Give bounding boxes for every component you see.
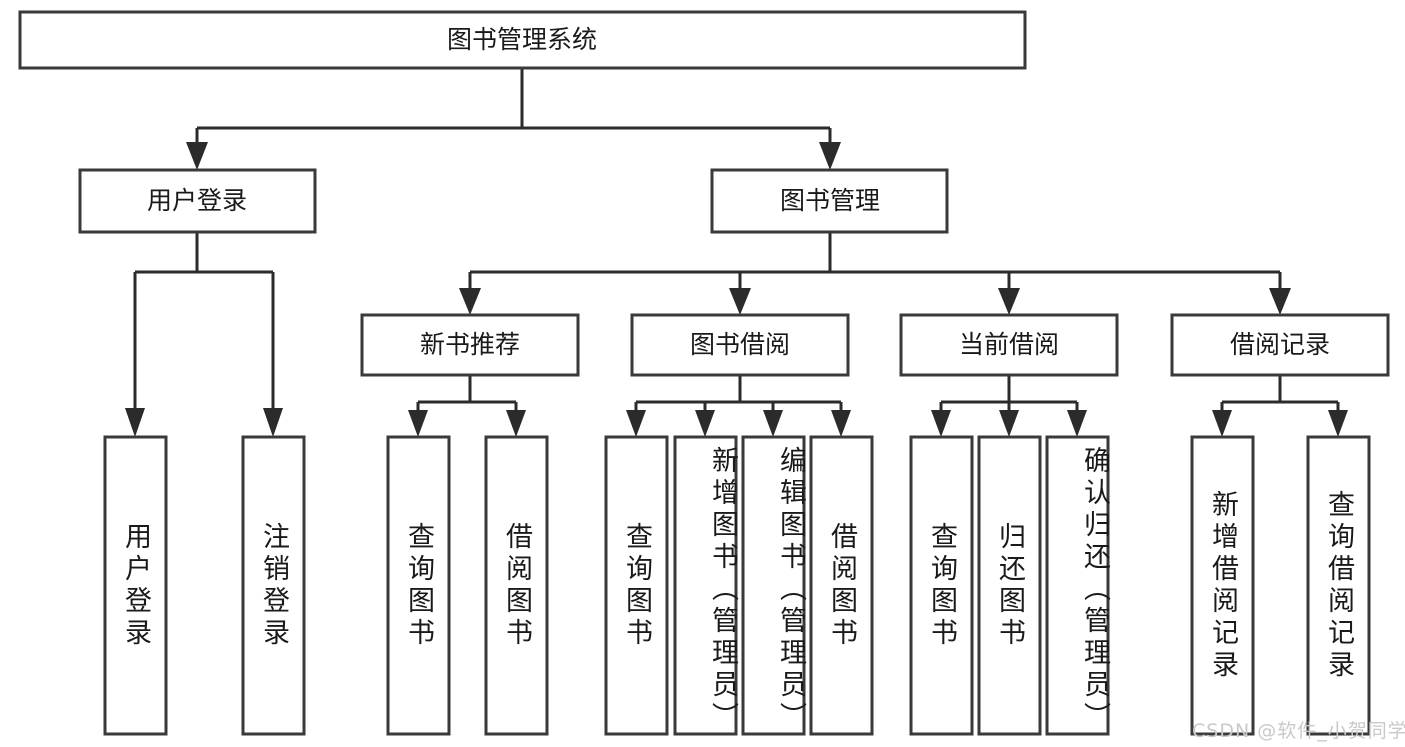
- arrowhead-leaf-edit-book: [763, 410, 783, 437]
- leafbox-leaf-confirm-return[interactable]: [1045, 435, 1110, 736]
- node-borrow-record-label: 借阅记录: [1230, 330, 1330, 359]
- node-current-borrow[interactable]: [899, 313, 1119, 377]
- node-user-login-label: 用户登录: [147, 186, 247, 215]
- arrowhead-leaf-query-book-2: [626, 410, 646, 437]
- arrowhead-current-borrow: [998, 288, 1020, 315]
- node-new-book-recommend[interactable]: [360, 313, 580, 377]
- node-user-login[interactable]: [78, 168, 317, 234]
- node-root[interactable]: [18, 10, 1027, 70]
- arrowhead-leaf-add-record: [1212, 410, 1232, 437]
- node-current-borrow-label: 当前借阅: [959, 330, 1059, 359]
- arrowhead-leaf-confirm-return: [1067, 410, 1087, 437]
- leafbox-leaf-borrow-book-2[interactable]: [809, 435, 874, 736]
- arrowhead-user-login: [186, 142, 208, 170]
- arrowhead-leaf-return-book: [999, 410, 1019, 437]
- node-book-management[interactable]: [710, 168, 949, 234]
- node-root-label: 图书管理系统: [447, 25, 597, 54]
- arrowhead-leaf-borrow-book-2: [831, 410, 851, 437]
- arrowhead-leaf-query-book-3: [931, 410, 951, 437]
- leafbox-leaf-borrow-book-1[interactable]: [484, 435, 549, 736]
- arrowhead-book-borrow: [729, 288, 751, 315]
- leafbox-leaf-query-book-2[interactable]: [604, 435, 669, 736]
- arrowhead-new-book-recommend: [459, 288, 481, 315]
- csdn-watermark: CSDN @软件_小贺同学: [1192, 720, 1405, 742]
- leafbox-leaf-query-book-3[interactable]: [909, 435, 974, 736]
- connector-layer: [125, 68, 1348, 437]
- leafbox-leaf-add-record[interactable]: [1190, 435, 1255, 736]
- arrowhead-book-management: [819, 142, 841, 170]
- arrowhead-borrow-record: [1269, 288, 1291, 315]
- arrowhead-leaf-add-book: [695, 410, 715, 437]
- arrowhead-leaf-query-book-1: [408, 410, 428, 437]
- node-new-book-recommend-label: 新书推荐: [420, 330, 520, 359]
- node-book-borrow[interactable]: [630, 313, 850, 377]
- arrowhead-leaf-query-record: [1328, 410, 1348, 437]
- node-book-borrow-label: 图书借阅: [690, 330, 790, 359]
- leafbox-leaf-add-book[interactable]: [673, 435, 738, 736]
- leafbox-leaf-return-book[interactable]: [977, 435, 1042, 736]
- arrowhead-leaf-borrow-book-1: [506, 410, 526, 437]
- leafbox-leaf-query-book-1[interactable]: [386, 435, 451, 736]
- leafbox-leaf-query-record[interactable]: [1306, 435, 1371, 736]
- leafbox-leaf-logout[interactable]: [241, 435, 306, 736]
- node-borrow-record[interactable]: [1170, 313, 1390, 377]
- arrowhead-leaf-logout: [263, 408, 283, 437]
- leafbox-leaf-edit-book[interactable]: [741, 435, 806, 736]
- leafbox-leaf-user-login[interactable]: [103, 435, 168, 736]
- arrowhead-leaf-user-login: [125, 408, 145, 437]
- node-layer: 图书管理系统 用户登录 图书管理 新书推荐 图书借阅 当前借阅 借阅记录: [18, 10, 1390, 736]
- node-book-management-label: 图书管理: [780, 186, 880, 215]
